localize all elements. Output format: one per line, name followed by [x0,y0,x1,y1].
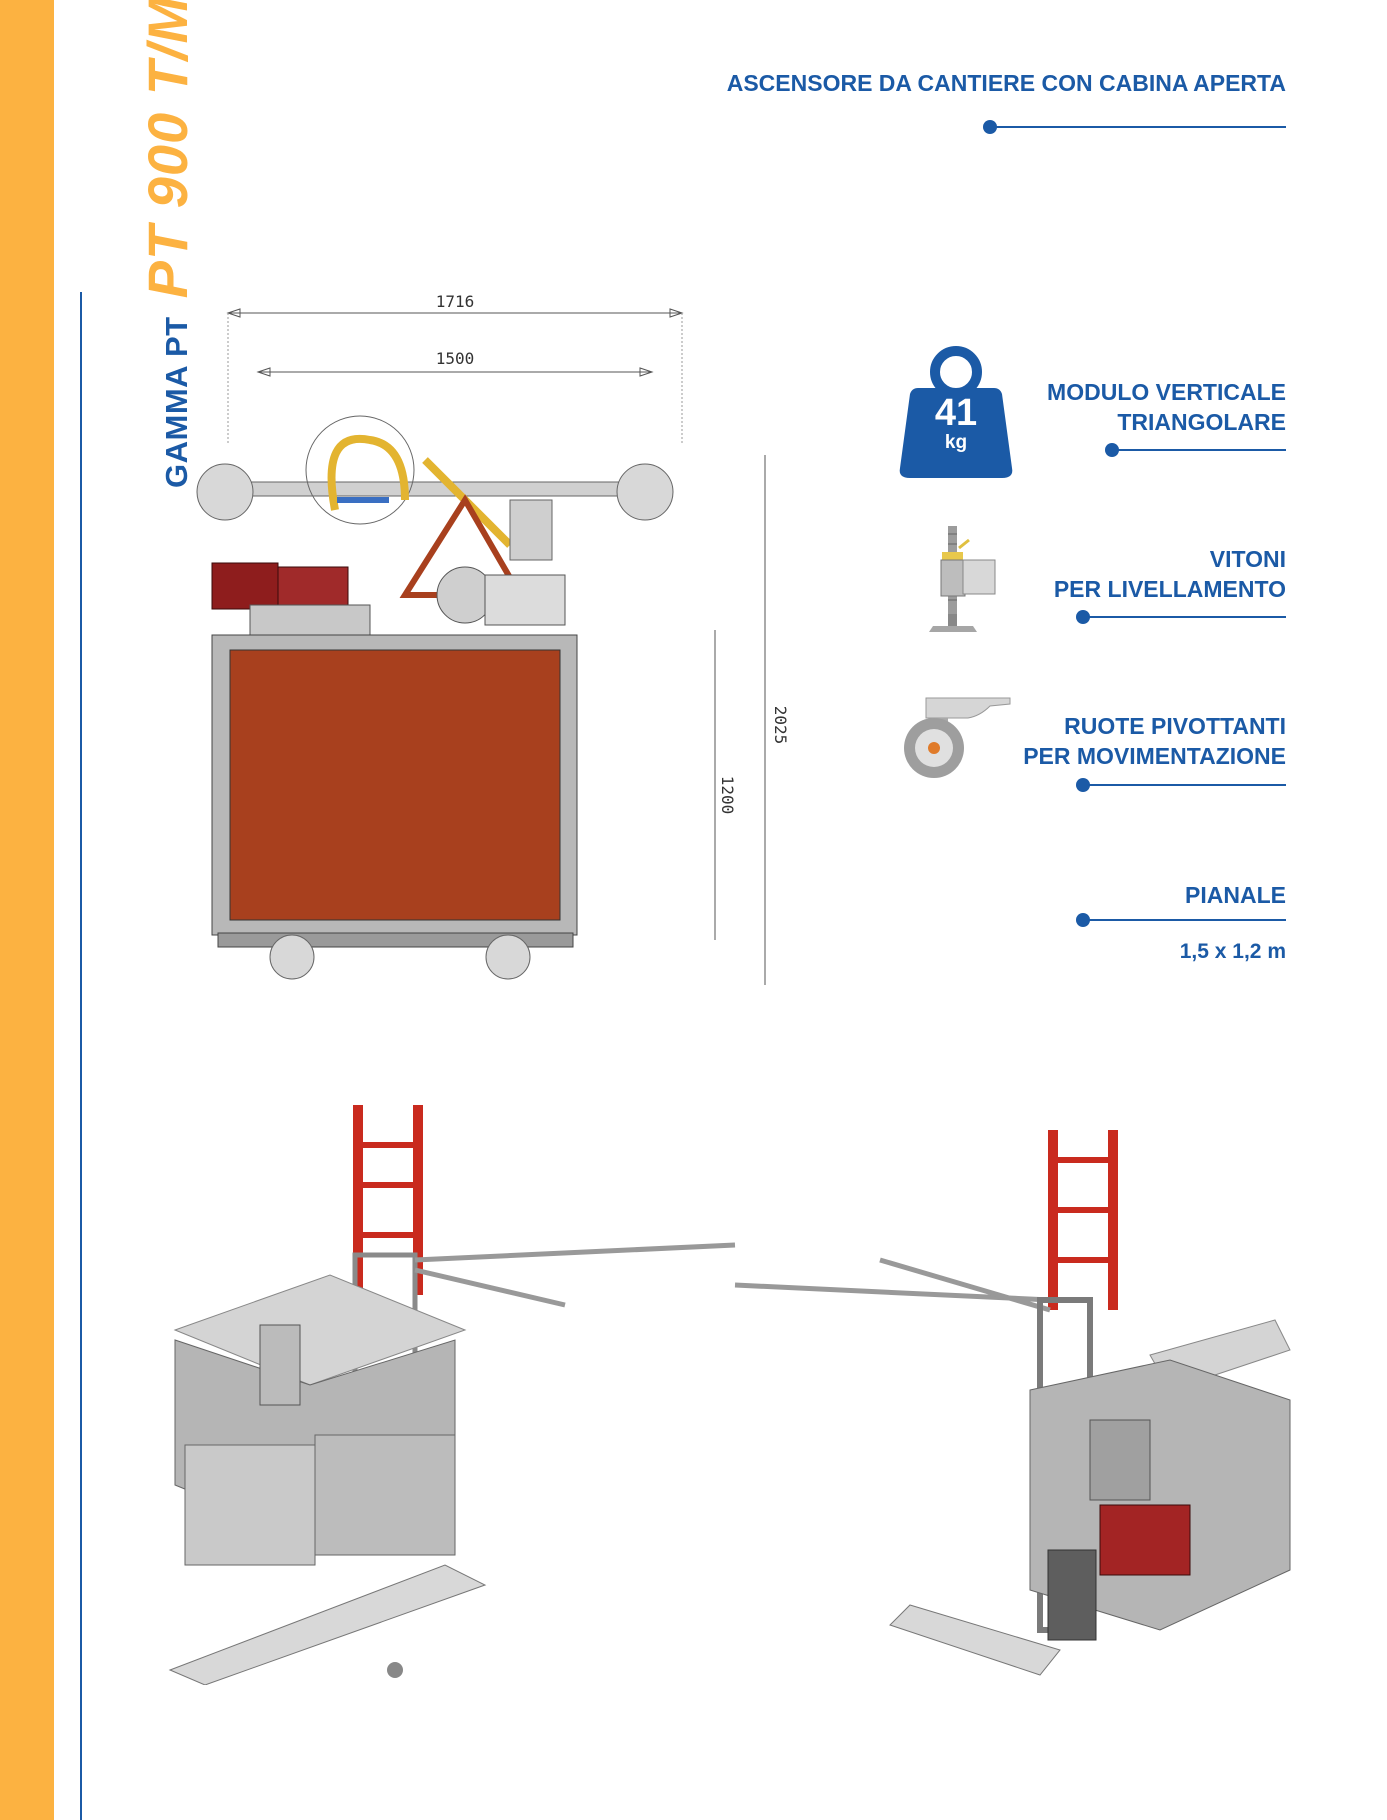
page-title: ASCENSORE DA CANTIERE CON CABINA APERTA [726,70,1286,96]
weight-icon: 41 kg [898,346,1014,480]
feature-line: TRIANGOLARE [1117,409,1286,435]
sidebar-rule [80,292,82,1820]
feature-rule [1112,449,1286,451]
feature-platform: PIANALE [1185,880,1286,910]
elevator-render-rear [730,1110,1310,1685]
feature-rule-dot [1076,610,1090,624]
dim-width-total: 1716 [436,292,475,311]
feature-rule [1083,616,1286,618]
feature-line: MODULO VERTICALE [1047,379,1286,405]
technical-drawing: 1716 1500 2025 1200 [190,285,790,1005]
feature-line: PIANALE [1185,882,1286,908]
feature-rule-dot [1076,913,1090,927]
feature-rule [1083,919,1286,921]
feature-rule-dot [1105,443,1119,457]
feature-rule [1083,784,1286,786]
elevator-render-front [165,1085,745,1690]
sidebar-band [0,0,54,1820]
dim-width-inner: 1500 [436,349,475,368]
platform-size: 1,5 x 1,2 m [1179,940,1286,963]
dim-height-platform: 1200 [718,776,737,815]
feature-line: PER MOVIMENTAZIONE [1023,743,1286,769]
feature-line: RUOTE PIVOTTANTI [1064,713,1286,739]
swivel-wheel-icon [898,694,1016,789]
feature-leveling-screws: VITONI PER LIVELLAMENTO [1054,544,1286,604]
weight-value: 41 [934,392,978,434]
weight-unit: kg [944,432,968,453]
title-rule-dot [983,120,997,134]
feature-rule-dot [1076,778,1090,792]
title-rule [990,126,1286,128]
feature-swivel-wheels: RUOTE PIVOTTANTI PER MOVIMENTAZIONE [1023,711,1286,771]
feature-vertical-module: MODULO VERTICALE TRIANGOLARE [1047,377,1286,437]
feature-line: VITONI [1209,546,1286,572]
dim-height-total: 2025 [771,706,790,745]
feature-line: PER LIVELLAMENTO [1053,576,1286,602]
model-label: PT 900 T/M/Td [136,0,199,299]
leveling-screw-icon [915,526,1000,646]
